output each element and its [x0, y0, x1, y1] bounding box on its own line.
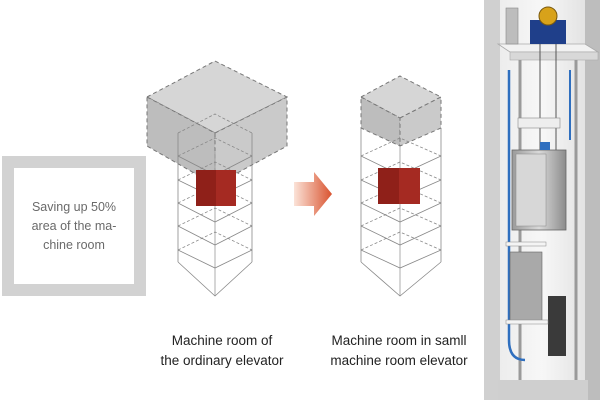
- caption-ordinary-elevator: Machine room of the ordinary elevator: [142, 331, 302, 371]
- caption-right-line-2: machine room elevator: [330, 353, 468, 368]
- space-saving-callout: Saving up 50% area of the ma- chine room: [2, 156, 146, 296]
- ordinary-elevator-diagram: [145, 60, 289, 297]
- small-machine-room: [359, 75, 443, 147]
- callout-line-2: area of the ma-: [31, 218, 117, 233]
- callout-line-1: Saving up 50%: [31, 199, 117, 214]
- caption-small-machine-room: Machine room in samll machine room eleva…: [316, 331, 482, 371]
- caption-right-line-1: Machine room in samll: [331, 333, 467, 348]
- callout-inner-box: Saving up 50% area of the ma- chine room: [14, 168, 134, 284]
- elevator-shaft-render: [484, 0, 600, 400]
- arrow-right-icon: [294, 172, 332, 216]
- caption-left-line-1: Machine room of: [171, 333, 273, 348]
- callout-line-3: chine room: [43, 237, 105, 252]
- large-machine-room: [145, 60, 289, 186]
- callout-text: Saving up 50% area of the ma- chine room: [24, 198, 124, 255]
- caption-left-line-2: the ordinary elevator: [160, 353, 284, 368]
- machine-block-left: [196, 170, 236, 206]
- small-shaft: [360, 128, 442, 297]
- small-machine-room-elevator-diagram: [359, 75, 443, 297]
- machine-block-right: [378, 168, 420, 204]
